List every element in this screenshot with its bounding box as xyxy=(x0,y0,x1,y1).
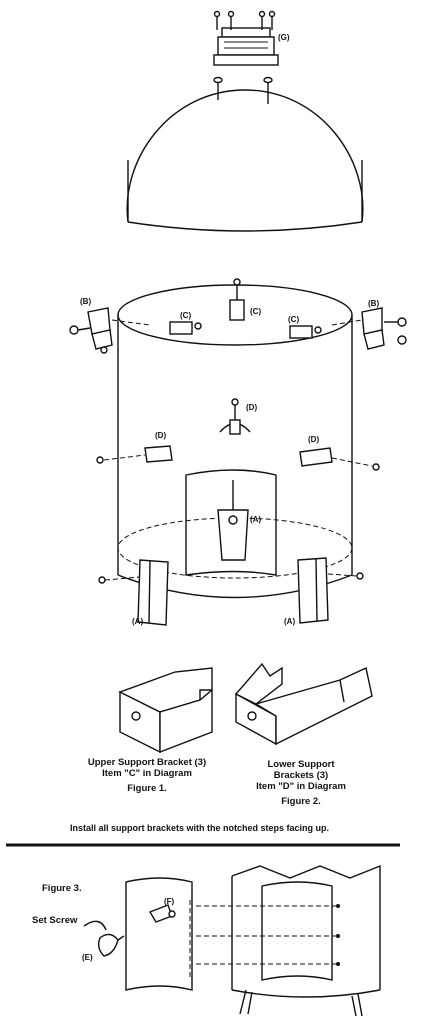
label-c-center: (C) xyxy=(250,307,262,316)
figure3-title: Figure 3. xyxy=(42,883,82,894)
figure1-bracket xyxy=(118,667,213,754)
label-a-center: (A) xyxy=(250,515,262,524)
handle-assembly xyxy=(213,10,279,104)
label-c-left: (C) xyxy=(180,311,192,320)
figure3-drawing xyxy=(83,864,381,1017)
dome-lid xyxy=(126,89,364,232)
figure1-line2: Item "C" in Diagram xyxy=(102,767,192,779)
figure2-line2: Brackets (3) xyxy=(273,769,329,781)
figure2-title: Figure 2. xyxy=(281,795,321,807)
instruction-text: Install all support brackets with the no… xyxy=(70,823,330,833)
upper-brackets xyxy=(69,278,407,354)
label-a-right: (A) xyxy=(284,617,296,626)
figure1-caption: Upper Support Bracket (3) Item "C" in Di… xyxy=(72,757,222,795)
figure2-caption: Lower Support Brackets (3) Item "D" in D… xyxy=(236,759,366,808)
legs xyxy=(98,557,364,626)
label-d-left: (D) xyxy=(155,431,167,440)
label-e: (E) xyxy=(82,953,93,962)
label-b-left: (B) xyxy=(80,297,92,306)
label-g: (G) xyxy=(278,33,290,42)
set-screw-label: Set Screw xyxy=(32,915,78,926)
lower-brackets xyxy=(96,398,380,471)
label-a-left: (A) xyxy=(132,617,144,626)
label-d-center: (D) xyxy=(246,403,258,412)
figure1-line1: Upper Support Bracket (3) xyxy=(87,757,207,768)
label-b-right: (B) xyxy=(368,299,380,308)
label-d-right: (D) xyxy=(308,435,320,444)
figure1-title: Figure 1. xyxy=(127,782,167,794)
figure2-line1: Lower Support xyxy=(267,759,335,770)
figure2-bracket xyxy=(234,662,373,746)
figure2-line3: Item "D" in Diagram xyxy=(256,780,346,792)
label-c-right: (C) xyxy=(288,315,300,324)
label-f: (F) xyxy=(164,897,175,906)
